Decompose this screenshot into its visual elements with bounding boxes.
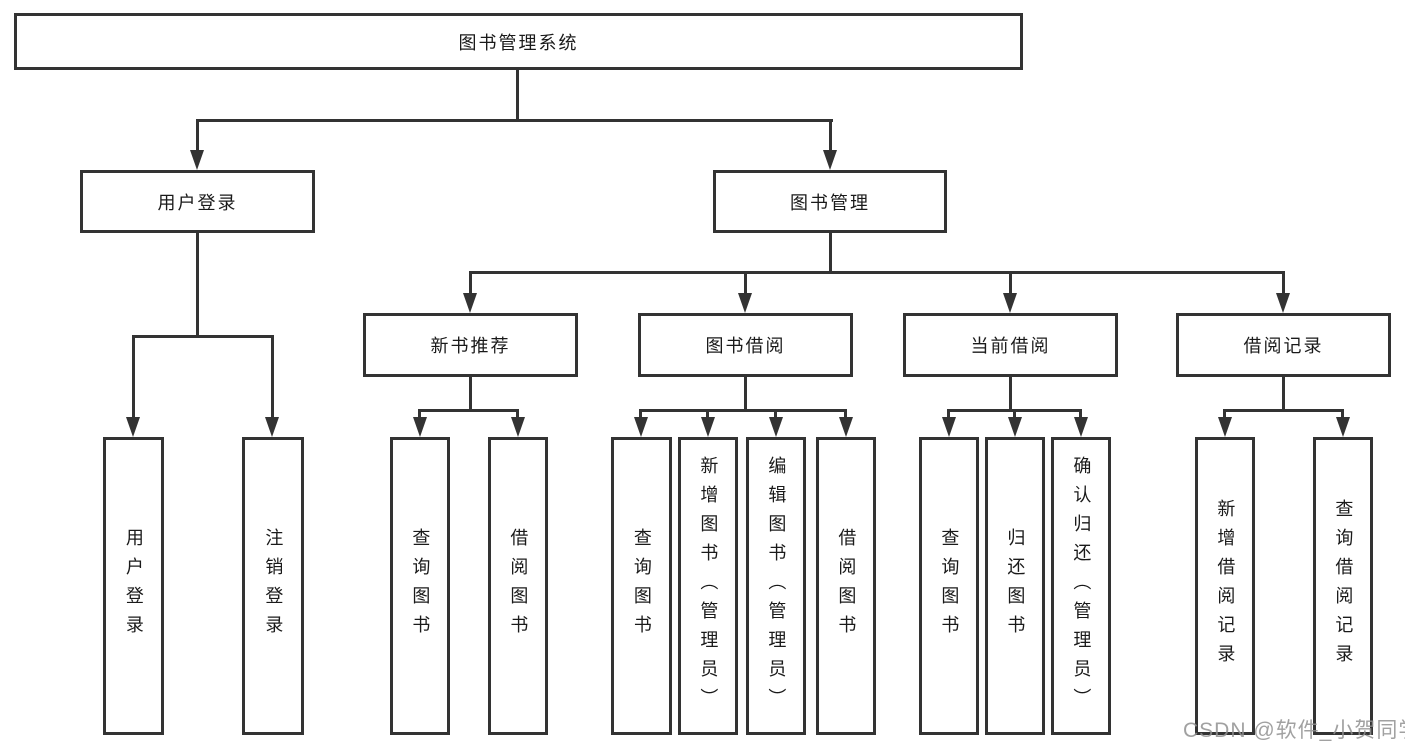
connector-line (271, 335, 274, 420)
leaf-borrow-book-bb: 借阅图书 (816, 437, 876, 735)
leaf-logout: 注销登录 (242, 437, 304, 735)
leaf-add-book-admin: 新增图书（管理员） (678, 437, 738, 735)
leaf-query-borrow-record-label: 查询借阅记录 (1333, 499, 1354, 673)
arrow-down-icon (1008, 417, 1022, 437)
leaf-user-login-label: 用户登录 (123, 528, 144, 644)
connector-line (516, 69, 519, 122)
leaf-query-book-cb-label: 查询图书 (939, 528, 960, 644)
connector-line (196, 233, 199, 338)
arrow-down-icon (1218, 417, 1232, 437)
arrow-down-icon (126, 417, 140, 437)
leaf-borrow-book-nb: 借阅图书 (488, 437, 548, 735)
leaf-add-borrow-record-label: 新增借阅记录 (1215, 499, 1236, 673)
connector-line (1223, 409, 1226, 421)
connector-line (829, 233, 832, 274)
leaf-confirm-return-admin-label: 确认归还（管理员） (1071, 455, 1092, 717)
connector-line (1341, 409, 1344, 421)
connector-line (419, 409, 519, 412)
leaf-return-book-label: 归还图书 (1005, 528, 1026, 644)
connector-line (844, 409, 847, 421)
connector-line (469, 271, 472, 297)
leaf-query-book-cb: 查询图书 (919, 437, 979, 735)
connector-line (829, 119, 832, 152)
connector-line (1224, 409, 1344, 412)
arrow-down-icon (769, 417, 783, 437)
connector-line (469, 271, 1285, 274)
leaf-query-borrow-record: 查询借阅记录 (1313, 437, 1373, 735)
arrow-down-icon (511, 417, 525, 437)
leaf-return-book: 归还图书 (985, 437, 1045, 735)
connector-line (744, 271, 747, 297)
arrow-down-icon (738, 293, 752, 313)
leaf-query-book-bb: 查询图书 (611, 437, 672, 735)
connector-line (639, 409, 642, 421)
node-user-login: 用户登录 (80, 170, 315, 233)
node-book-borrowing: 图书借阅 (638, 313, 853, 377)
leaf-edit-book-admin-label: 编辑图书（管理员） (766, 455, 787, 717)
csdn-watermark: CSDN @软件_小贺同学 (1183, 719, 1405, 742)
connector-line (640, 409, 847, 412)
connector-line (196, 119, 199, 152)
node-book-management-label: 图书管理 (790, 192, 870, 213)
connector-line (706, 409, 709, 421)
arrow-down-icon (463, 293, 477, 313)
node-user-login-label: 用户登录 (157, 192, 238, 213)
arrow-down-icon (1276, 293, 1290, 313)
connector-line (1282, 271, 1285, 297)
leaf-add-book-admin-label: 新增图书（管理员） (698, 455, 719, 717)
arrow-down-icon (634, 417, 648, 437)
arrow-down-icon (190, 150, 204, 170)
connector-line (1282, 377, 1285, 412)
connector-line (469, 377, 472, 412)
node-root: 图书管理系统 (14, 13, 1023, 70)
connector-line (1009, 377, 1012, 412)
connector-line (132, 335, 135, 420)
arrow-down-icon (265, 417, 279, 437)
leaf-confirm-return-admin: 确认归还（管理员） (1051, 437, 1111, 735)
node-current-borrowing: 当前借阅 (903, 313, 1118, 377)
connector-line (196, 119, 833, 122)
leaf-logout-label: 注销登录 (263, 528, 284, 644)
leaf-borrow-book-nb-label: 借阅图书 (508, 528, 529, 644)
leaf-add-borrow-record: 新增借阅记录 (1195, 437, 1255, 735)
connector-line (418, 409, 421, 421)
arrow-down-icon (1074, 417, 1088, 437)
arrow-down-icon (942, 417, 956, 437)
connector-line (1079, 409, 1082, 421)
connector-line (1009, 271, 1012, 297)
connector-line (1013, 409, 1016, 421)
connector-line (132, 335, 274, 338)
arrow-down-icon (823, 150, 837, 170)
connector-line (516, 409, 519, 421)
node-new-book-recommend-label: 新书推荐 (430, 336, 511, 356)
node-current-borrowing-label: 当前借阅 (970, 336, 1051, 356)
node-root-label: 图书管理系统 (458, 32, 579, 53)
leaf-query-book-bb-label: 查询图书 (631, 528, 652, 644)
leaf-query-book-nb-label: 查询图书 (410, 528, 431, 644)
arrow-down-icon (701, 417, 715, 437)
connector-line (744, 377, 747, 412)
node-borrow-records: 借阅记录 (1176, 313, 1391, 377)
arrow-down-icon (839, 417, 853, 437)
node-borrow-records-label: 借阅记录 (1243, 336, 1324, 356)
leaf-user-login: 用户登录 (103, 437, 164, 735)
node-book-borrowing-label: 图书借阅 (705, 336, 786, 356)
leaf-borrow-book-bb-label: 借阅图书 (836, 528, 857, 644)
arrow-down-icon (1003, 293, 1017, 313)
leaf-query-book-nb: 查询图书 (390, 437, 450, 735)
arrow-down-icon (1336, 417, 1350, 437)
node-new-book-recommend: 新书推荐 (363, 313, 578, 377)
connector-line (947, 409, 950, 421)
leaf-edit-book-admin: 编辑图书（管理员） (746, 437, 806, 735)
arrow-down-icon (413, 417, 427, 437)
node-book-management: 图书管理 (713, 170, 947, 233)
connector-line (774, 409, 777, 421)
